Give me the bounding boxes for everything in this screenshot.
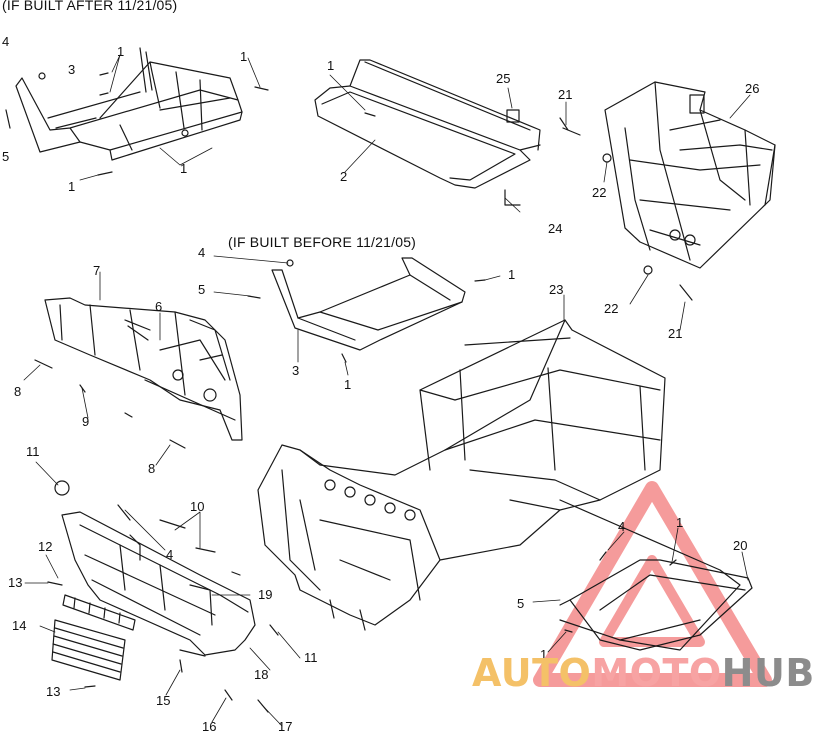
callout-1: 1 (240, 49, 248, 64)
callout-10: 10 (190, 499, 205, 514)
callout-6: 6 (155, 299, 163, 314)
callout-1: 1 (676, 515, 684, 530)
watermark-auto: AUTO (472, 651, 592, 695)
callout-5: 5 (517, 596, 525, 611)
rear-frame-cage (604, 81, 776, 269)
callout-13: 13 (8, 575, 23, 590)
callout-3: 3 (292, 363, 300, 378)
callout-3: 3 (68, 62, 76, 77)
callout-4: 4 (2, 34, 10, 49)
callout-1: 1 (540, 647, 548, 662)
callout-1: 1 (68, 179, 76, 194)
callout-4: 4 (198, 245, 206, 260)
leader-lines (23, 54, 751, 727)
callout-5: 5 (2, 149, 10, 164)
callout-1: 1 (508, 267, 516, 282)
note-built-after: (IF BUILT AFTER 11/21/05) (2, 0, 178, 13)
callout-17: 17 (278, 719, 293, 734)
front-bracket-assembly (44, 297, 243, 441)
front-crossmember-before (271, 257, 466, 351)
callout-11: 11 (304, 650, 318, 665)
callout-12: 12 (38, 539, 53, 554)
callout-22: 22 (592, 185, 607, 200)
callout-4: 4 (166, 547, 174, 562)
callout-20: 20 (733, 538, 748, 553)
watermark-text: AUTOMOTOHUB (472, 651, 815, 695)
note-built-before: (IF BUILT BEFORE 11/21/05) (228, 234, 417, 250)
callout-7: 7 (93, 263, 101, 278)
callout-19: 19 (258, 587, 273, 602)
front-bumper (61, 511, 256, 657)
callout-21: 21 (558, 87, 573, 102)
callout-5: 5 (198, 282, 206, 297)
callout-23: 23 (549, 282, 564, 297)
callout-1: 1 (117, 44, 125, 59)
callout-26: 26 (745, 81, 760, 96)
watermark-hub: HUB (721, 651, 815, 695)
callout-1: 1 (327, 58, 335, 73)
callout-22: 22 (604, 301, 619, 316)
callout-14: 14 (12, 618, 27, 633)
callout-24: 24 (548, 221, 563, 236)
callout-16: 16 (202, 719, 217, 734)
callout-21: 21 (668, 326, 683, 341)
callout-1: 1 (180, 161, 188, 176)
callout-11: 11 (26, 444, 40, 459)
callout-8: 8 (14, 384, 22, 399)
front-crossmember-after (15, 47, 243, 161)
grille (51, 594, 136, 681)
callout-2: 2 (340, 169, 348, 184)
callout-1: 1 (344, 377, 352, 392)
callout-25: 25 (496, 71, 511, 86)
fasteners (5, 72, 693, 713)
callout-9: 9 (82, 414, 90, 429)
bed-rail (314, 59, 541, 206)
callout-18: 18 (254, 667, 269, 682)
watermark-moto: MOTO (591, 651, 722, 695)
callout-15: 15 (156, 693, 171, 708)
callout-8: 8 (148, 461, 156, 476)
callout-4: 4 (618, 519, 626, 534)
rear-rail-assembly (569, 559, 753, 651)
callout-13: 13 (46, 684, 61, 699)
main-frame (257, 319, 741, 651)
